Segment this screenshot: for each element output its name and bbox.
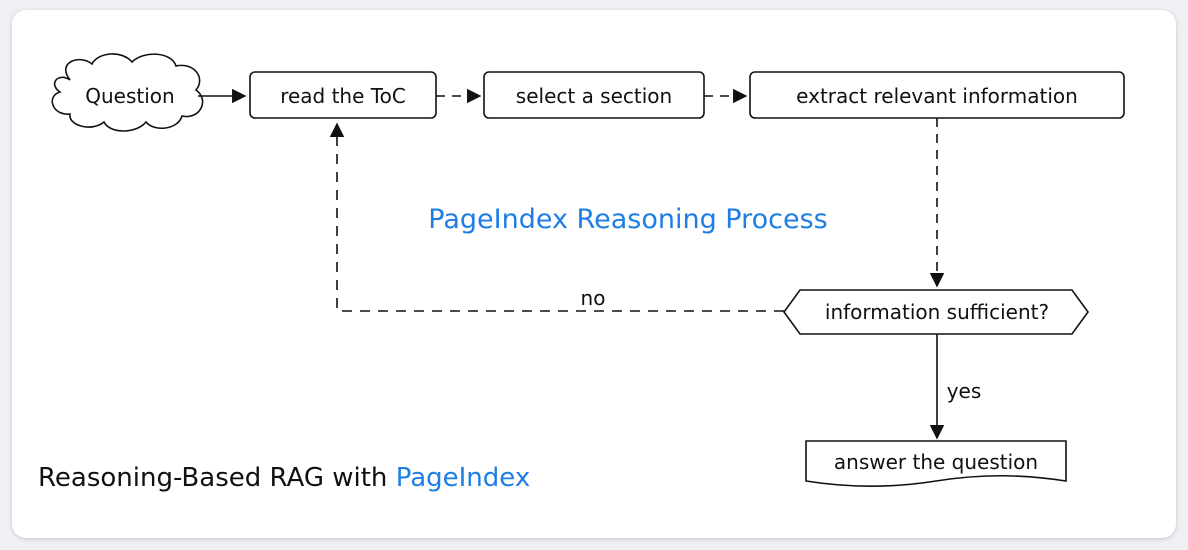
yes-label: yes: [947, 379, 982, 403]
no-label: no: [581, 286, 606, 310]
decision-label: information sufficient?: [825, 300, 1049, 324]
question-label: Question: [85, 84, 174, 108]
step-read-toc-box: [249, 71, 437, 119]
step-select-section-box: [483, 71, 705, 119]
decision-information-sufficient: information sufficient?: [783, 289, 1089, 335]
step-select-section: select a section: [483, 71, 705, 119]
cloud-shape: [51, 53, 204, 132]
step-read-toc-label: read the ToC: [280, 84, 406, 108]
question-cloud: Question: [51, 53, 204, 132]
step-extract-info: extract relevant information: [749, 71, 1125, 119]
answer-document-shape: [805, 440, 1067, 488]
arrow-no-loop-back: [329, 122, 784, 312]
decision-shape: [783, 289, 1089, 335]
answer-the-question: answer the question: [805, 440, 1067, 488]
caption-prefix: Reasoning-Based RAG with: [38, 463, 396, 493]
step-extract-info-label: extract relevant information: [796, 84, 1078, 108]
step-read-toc: read the ToC: [249, 71, 437, 119]
step-select-section-label: select a section: [516, 84, 672, 108]
answer-label: answer the question: [834, 450, 1038, 474]
caption: Reasoning-Based RAG with PageIndex: [38, 463, 530, 493]
caption-highlight: PageIndex: [396, 463, 531, 493]
process-title: PageIndex Reasoning Process: [428, 204, 827, 235]
